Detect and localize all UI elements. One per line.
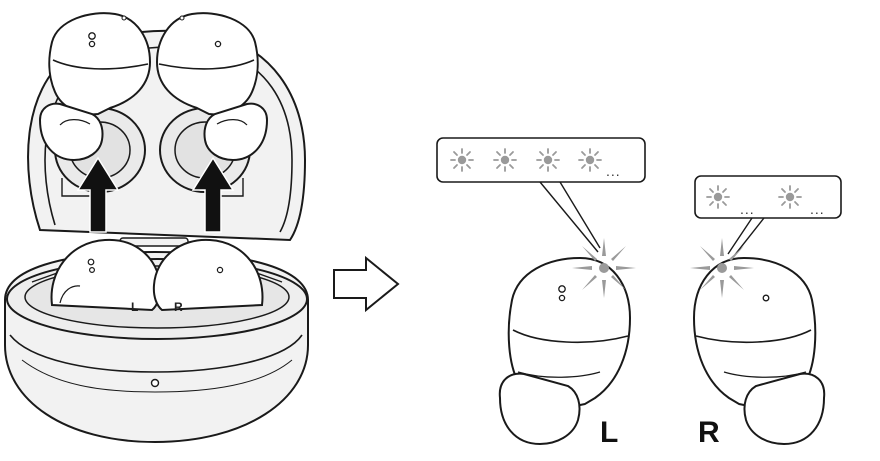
lifted-earbud-right	[155, 12, 269, 162]
earbud-left	[498, 256, 632, 446]
flash-icon	[536, 148, 560, 172]
case-status-led	[150, 378, 160, 388]
lift-arrow-right	[191, 156, 235, 233]
flash-icon	[493, 148, 517, 172]
left-indicator-callout: ...	[436, 137, 646, 253]
label-left: L	[600, 416, 618, 449]
right-indicator-callout: ... ...	[694, 175, 842, 257]
flash-icon	[450, 148, 474, 172]
label-right: R	[698, 416, 720, 449]
next-step-arrow	[333, 255, 400, 313]
charging-case	[4, 29, 309, 444]
right-flash-ellipsis-2: ...	[810, 201, 825, 217]
seated-earbud-right	[152, 238, 264, 312]
lifted-earbud-left	[38, 12, 152, 162]
case-label-right: R	[174, 300, 183, 314]
lift-arrow-left	[76, 156, 120, 233]
right-flash-ellipsis-1: ...	[740, 201, 755, 217]
flash-icon	[578, 148, 602, 172]
flash-icon	[706, 185, 730, 209]
left-flash-ellipsis: ...	[606, 163, 621, 179]
flash-icon	[778, 185, 802, 209]
earbud-right	[692, 256, 826, 446]
seated-earbud-left	[50, 238, 162, 312]
case-label-left: L	[131, 300, 138, 314]
